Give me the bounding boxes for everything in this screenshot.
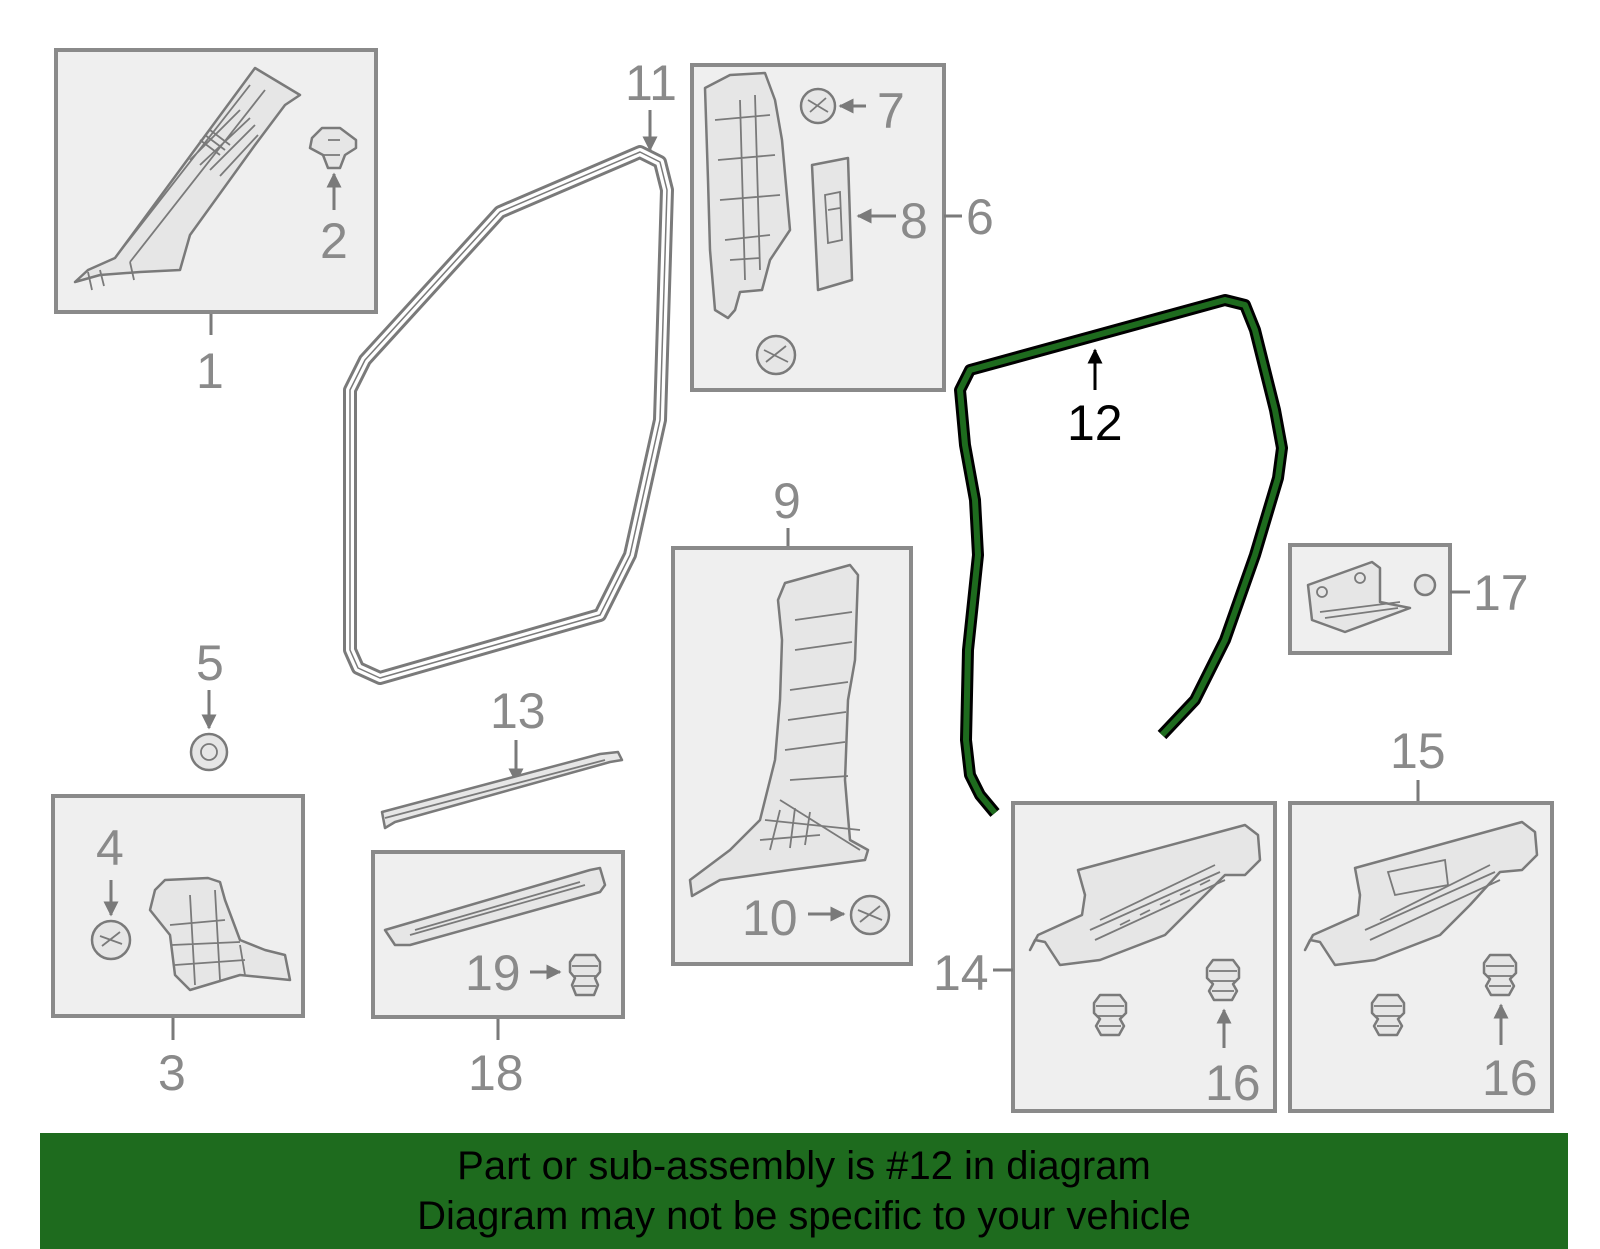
- rear-scuff-15[interactable]: [1303, 820, 1539, 967]
- callout-13: 13: [490, 683, 546, 739]
- b-pillar-upper-garnish[interactable]: [703, 71, 792, 320]
- callout-2: 2: [320, 213, 348, 269]
- bracket-17[interactable]: [1306, 560, 1412, 634]
- callout-17: 17: [1473, 565, 1529, 621]
- scuff-plate-13[interactable]: [380, 750, 624, 830]
- a-pillar-garnish[interactable]: [73, 66, 302, 291]
- clip-16-right[interactable]: [1482, 953, 1518, 997]
- clip-15-left[interactable]: [1370, 993, 1406, 1037]
- callout-8: 8: [900, 193, 928, 249]
- group-17-box: [1288, 543, 1452, 655]
- clip-14-left[interactable]: [1092, 993, 1128, 1037]
- clip-19[interactable]: [568, 953, 602, 997]
- callout-19: 19: [465, 945, 521, 1001]
- callout-7: 7: [877, 83, 905, 139]
- callout-4: 4: [96, 820, 124, 876]
- callout-12: 12: [1067, 395, 1123, 451]
- b-pillar-lower-garnish[interactable]: [688, 563, 870, 898]
- callout-3: 3: [158, 1045, 186, 1101]
- callout-1: 1: [196, 343, 224, 399]
- group-6-box: [690, 63, 946, 392]
- callout-5: 5: [196, 635, 224, 691]
- group-15-box: [1288, 801, 1554, 1113]
- rear-scuff-14[interactable]: [1028, 823, 1262, 967]
- group-1-box: 2: [54, 48, 378, 314]
- clip-10[interactable]: [849, 894, 891, 936]
- garnish-8[interactable]: [810, 156, 854, 292]
- grommet-17[interactable]: [1413, 573, 1437, 597]
- callout-15: 15: [1390, 723, 1446, 779]
- group-3-box: [51, 794, 305, 1018]
- callout-18: 18: [468, 1045, 524, 1101]
- cowl-side-trim[interactable]: [148, 876, 292, 992]
- front-door-weatherstrip-11[interactable]: [343, 145, 674, 685]
- clip-16-left[interactable]: [1205, 958, 1241, 1002]
- banner-line-2: Diagram may not be specific to your vehi…: [417, 1194, 1191, 1238]
- cap-5[interactable]: [189, 732, 229, 772]
- clip-6-bottom[interactable]: [755, 334, 797, 376]
- callout-6: 6: [966, 189, 994, 245]
- callout-16-left: 16: [1205, 1055, 1261, 1111]
- info-banner: Part or sub-assembly is #12 in diagram D…: [40, 1133, 1568, 1249]
- callout-9: 9: [773, 473, 801, 529]
- banner-line-1: Part or sub-assembly is #12 in diagram: [457, 1144, 1151, 1188]
- group-14-box: [1011, 801, 1277, 1113]
- rear-door-weatherstrip-12[interactable]: [954, 294, 1288, 817]
- callout-16-right: 16: [1482, 1050, 1538, 1106]
- clip-2[interactable]: [308, 126, 358, 170]
- clip-4[interactable]: [90, 919, 132, 961]
- group-9-box: [671, 546, 913, 966]
- callout-14: 14: [933, 945, 989, 1001]
- clip-7[interactable]: [799, 87, 837, 125]
- callout-10: 10: [742, 890, 798, 946]
- group-18-box: [371, 850, 625, 1019]
- callout-11: 11: [625, 55, 677, 111]
- scuff-plate-18[interactable]: [383, 866, 607, 947]
